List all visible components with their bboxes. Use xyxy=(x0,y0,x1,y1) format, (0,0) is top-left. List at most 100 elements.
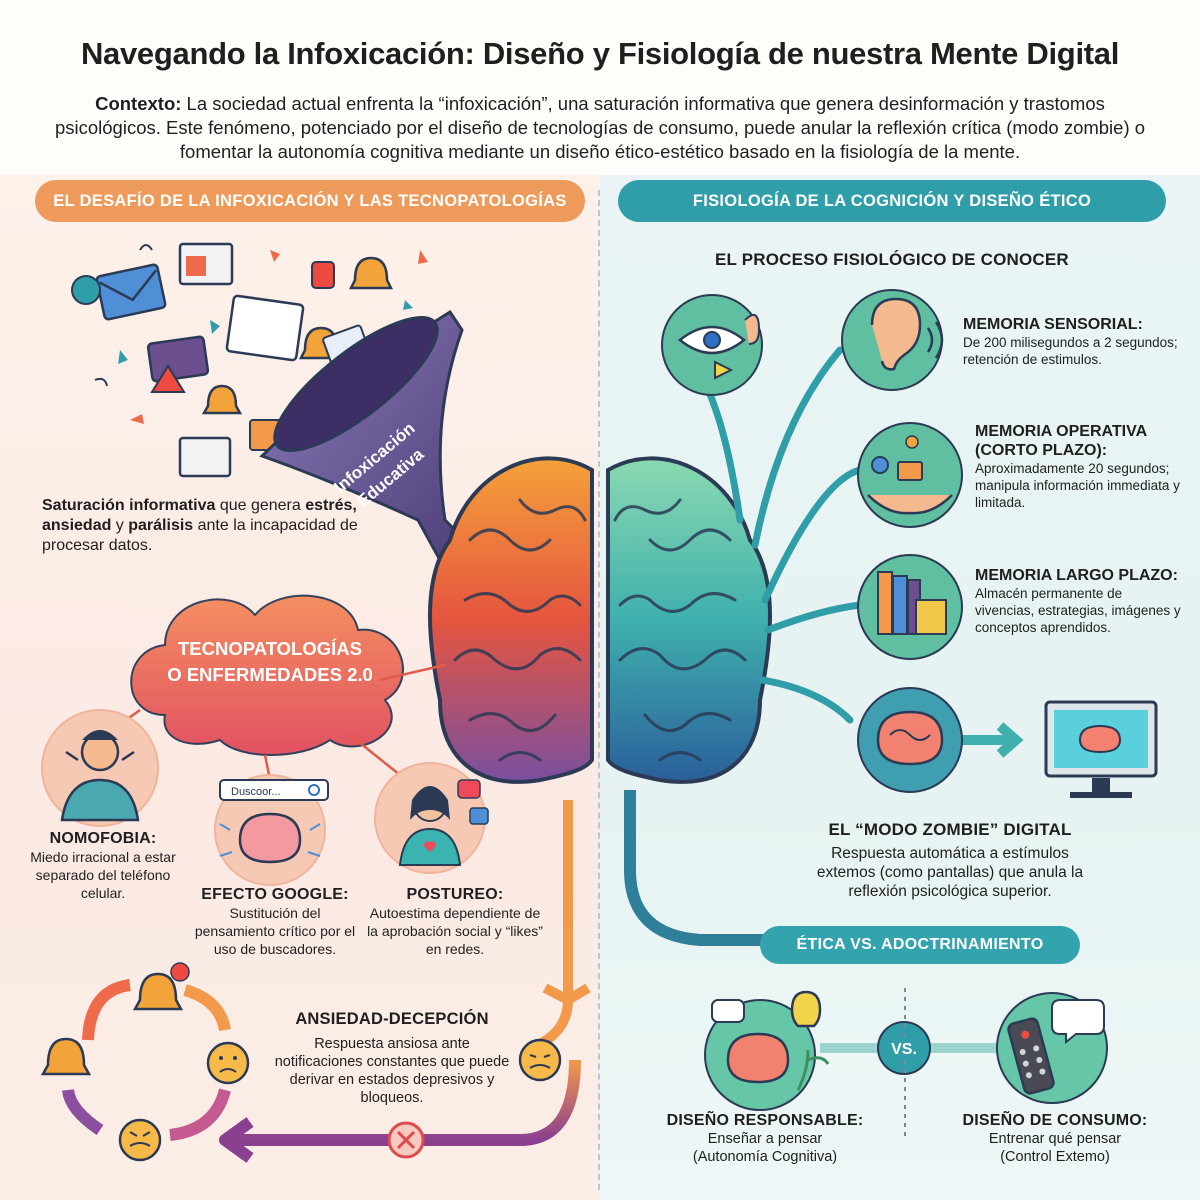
postureo-block: Postureo: Autoestima dependiente de la a… xyxy=(365,886,545,958)
ansiedad-text: Respuesta ansiosa ante notificaciones co… xyxy=(274,1036,510,1106)
mail-icon xyxy=(146,335,210,383)
document-icon xyxy=(225,294,305,362)
responsable-illustration xyxy=(704,990,830,1111)
postureo-text: Autoestima dependiente de la aprobación … xyxy=(367,905,543,957)
lightbulb-icon xyxy=(790,990,822,1028)
box-icon xyxy=(915,599,947,635)
book-icon xyxy=(877,571,893,635)
nomofobia-title: Nomofobia: xyxy=(49,830,157,847)
nomofobia-block: Nomofobia: Miedo irracional a estar sepa… xyxy=(28,830,178,902)
bell-icon xyxy=(40,1037,92,1076)
heart-icon xyxy=(423,841,437,852)
sensorial-block: Memoria Sensorial: De 200 milisegundos a… xyxy=(963,315,1183,368)
sad-face-icon xyxy=(518,1038,562,1082)
right-section-header: Fisiología de la cognición y diseño étic… xyxy=(618,180,1166,222)
largo-plazo-illustration xyxy=(857,554,963,660)
google-block: Efecto Google: Sustitución del pensamien… xyxy=(190,886,360,958)
responsable-block: Diseño Responsable: Enseñar a pensar (Au… xyxy=(640,1112,890,1166)
cloud-label-line-1: Tecnopatologías xyxy=(178,638,362,659)
ear-icon xyxy=(744,313,761,345)
postureo-title: Postureo: xyxy=(406,886,504,903)
vs-connector xyxy=(820,1021,1000,1075)
nomofobia-text: Miedo irracional a estar separado del te… xyxy=(30,849,176,901)
postureo-illustration xyxy=(374,762,489,874)
operativa-illustration xyxy=(857,422,963,528)
consumo-title: Diseño de Consumo: xyxy=(962,1112,1148,1129)
sensorial-ear-illustration xyxy=(841,289,944,391)
bell-icon xyxy=(348,256,394,290)
brain-left-hemisphere xyxy=(428,456,594,784)
ansiedad-title: Ansiedad-decepción xyxy=(295,1010,489,1028)
speech-bubble-icon xyxy=(711,999,745,1023)
browser-window-icon xyxy=(178,242,234,286)
saturation-description: Saturación informativa que genera estrés… xyxy=(42,496,362,556)
context-label: Contexto: xyxy=(95,93,182,114)
left-section-header: El desafío de la infoxicación y las tecn… xyxy=(35,180,585,222)
speaker-icon xyxy=(714,360,734,380)
anxiety-cycle xyxy=(40,962,562,1162)
saturation-text-1: que genera xyxy=(215,497,306,514)
bell-icon xyxy=(201,384,243,415)
search-input xyxy=(219,779,329,801)
largo-plazo-block: Memoria Largo Plazo: Almacén permanente … xyxy=(975,566,1185,636)
search-icon xyxy=(308,784,320,796)
zombie-arrow xyxy=(960,722,1024,758)
chart-icon xyxy=(871,456,889,474)
consumo-text: Entrenar qué pensar (Control Extemo) xyxy=(988,1131,1122,1165)
clock-icon xyxy=(905,435,919,449)
operativa-text: Aproximadamente 20 segundos; manipula in… xyxy=(975,461,1180,510)
etica-pill: Ética vs. Adoctrinamiento xyxy=(760,926,1080,964)
browser-window-icon xyxy=(178,436,232,478)
thumbs-up-icon xyxy=(469,807,489,825)
funnel-illustration xyxy=(259,309,473,562)
vs-label: VS. xyxy=(891,1041,917,1058)
sensorial-title: Memoria Sensorial: xyxy=(963,316,1143,333)
tecnopatologias-cloud xyxy=(130,594,404,756)
worried-face-icon xyxy=(206,1041,250,1085)
cloud-label-line-2: o enfermedades 2.0 xyxy=(167,664,373,685)
monitor-icon xyxy=(1044,700,1158,798)
zombie-brain-illustration xyxy=(857,687,963,793)
warning-icon xyxy=(150,364,186,393)
page-title: Navegando la Infoxicación: Diseño y Fisi… xyxy=(80,36,1120,71)
operativa-title: Memoria Operativa (Corto Plazo): xyxy=(975,423,1147,459)
flow-arrow-left xyxy=(219,800,591,1163)
saturation-text-2: y xyxy=(111,517,129,534)
search-placeholder: Duscoor... xyxy=(231,786,281,798)
consumo-illustration xyxy=(996,992,1108,1104)
bell-icon xyxy=(132,962,190,1011)
google-effect-illustration xyxy=(214,774,329,886)
remote-control-icon xyxy=(1007,1017,1055,1095)
alert-bubble-icon xyxy=(311,261,335,289)
sound-waves-icon xyxy=(926,321,944,359)
center-divider xyxy=(598,190,600,1190)
hands-icon xyxy=(867,494,953,515)
consumo-block: Diseño de Consumo: Entrenar qué pensar (… xyxy=(930,1112,1180,1166)
like-bubble-icon xyxy=(457,779,481,799)
largo-plazo-text: Almacén permanente de vivencias, estrate… xyxy=(975,586,1181,635)
play-icon xyxy=(71,275,101,305)
google-title: Efecto Google: xyxy=(201,886,349,903)
brain-right-hemisphere xyxy=(606,456,772,784)
ansiedad-block: Ansiedad-decepción Respuesta ansiosa ant… xyxy=(272,1010,512,1107)
zombie-block: El “Modo Zombie” Digital Respuesta autom… xyxy=(800,820,1100,901)
zombie-title: El “Modo Zombie” Digital xyxy=(828,820,1072,839)
zombie-text: Respuesta automática a estímulos extemos… xyxy=(816,845,1084,900)
saturation-text-3: ante la incapacidad de procesar datos. xyxy=(42,517,358,554)
sensorial-text: De 200 milisegundos a 2 segundos; retenc… xyxy=(963,335,1178,367)
folder-icon xyxy=(897,461,923,481)
saturation-bold-2: estrés, ansiedad xyxy=(42,497,357,534)
context-text: La sociedad actual enfrenta la “infoxica… xyxy=(54,93,1146,162)
speech-bubble-icon xyxy=(1051,999,1105,1045)
responsable-title: Diseño Responsable: xyxy=(666,1112,864,1129)
plant-icon xyxy=(796,1049,830,1091)
largo-plazo-title: Memoria Largo Plazo: xyxy=(975,567,1178,584)
operativa-block: Memoria Operativa (Corto Plazo): Aproxim… xyxy=(975,422,1185,511)
context-paragraph: Contexto: La sociedad actual enfrenta la… xyxy=(52,92,1148,164)
process-title: El proceso fisiológico de conocer xyxy=(715,250,1069,269)
nomofobia-illustration xyxy=(41,709,159,827)
envelope-icon xyxy=(95,263,167,321)
cloud-label: Tecnopatologías o enfermedades 2.0 xyxy=(150,636,390,688)
flow-arrow-right xyxy=(624,790,770,946)
